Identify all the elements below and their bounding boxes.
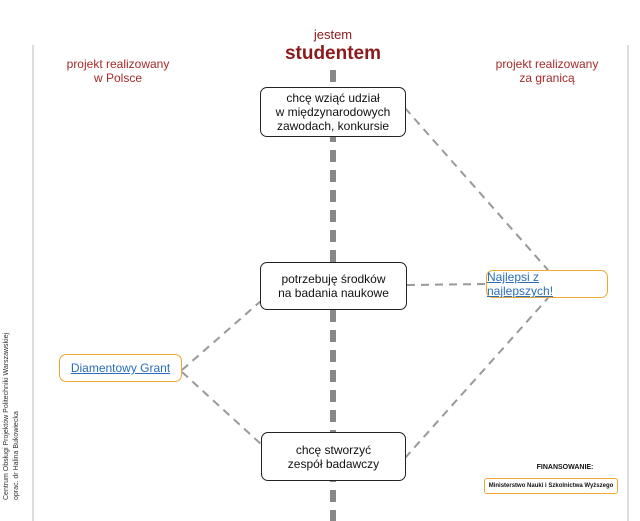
node-text-line: zespół badawczy xyxy=(287,456,380,471)
credit-line: Centrum Obsługi Projektów Politechniki W… xyxy=(3,332,10,500)
connector-left-bottom xyxy=(181,371,263,446)
left-heading-line: projekt realizowany xyxy=(66,57,170,71)
node-research-team: chcę stworzyć zespół badawczy xyxy=(261,432,406,481)
left-heading-line: w Polsce xyxy=(93,71,143,85)
right-heading-line: projekt realizowany xyxy=(495,57,599,71)
header-small: jestem xyxy=(313,27,353,42)
right-heading: projekt realizowany za granicą xyxy=(467,57,627,85)
program-link-diamentowy-grant[interactable]: Diamentowy Grant xyxy=(70,361,171,375)
node-text-line: zawodach, konkursie xyxy=(276,119,390,133)
credit-vertical: Centrum Obsługi Projektów Politechniki W… xyxy=(2,290,32,500)
node-text-line: potrzebuję środków xyxy=(281,272,386,286)
credit-line: oprac. dr Halina Bukowiecka xyxy=(13,411,20,500)
connector-middle-right xyxy=(406,283,489,286)
node-research-funds: potrzebuję środków na badania naukowe xyxy=(260,262,407,310)
node-competition: chcę wziąć udział w międzynarodowych zaw… xyxy=(260,87,406,137)
node-text-line: na badania naukowe xyxy=(278,286,389,300)
program-diamentowy-grant: Diamentowy Grant xyxy=(59,354,182,382)
funding-label: FINANSOWANIE: xyxy=(536,464,594,471)
left-heading: projekt realizowany w Polsce xyxy=(38,57,198,85)
connector-left-middle xyxy=(181,299,263,371)
funding-org: Ministerstwo Nauki i Szkolnictwa Wyższeg… xyxy=(484,478,618,494)
program-link-najlepsi[interactable]: Najlepsi z najlepszych! xyxy=(487,270,554,298)
node-text-line: w międzynarodowych xyxy=(275,105,391,119)
connector-bottom-right xyxy=(404,297,549,459)
node-text-line: chcę wziąć udział xyxy=(286,91,380,105)
program-najlepsi: Najlepsi z najlepszych! xyxy=(486,270,608,298)
right-heading-line: za granicą xyxy=(519,71,575,85)
node-text-line: chcę stworzyć xyxy=(295,442,372,457)
connector-top-right xyxy=(404,107,549,271)
header-title: studentem xyxy=(284,43,382,64)
